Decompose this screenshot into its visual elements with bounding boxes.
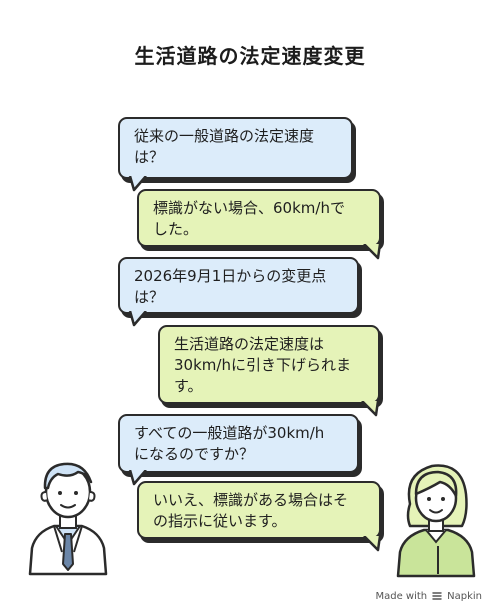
- napkin-logo-icon: [432, 592, 442, 600]
- page-title: 生活道路の法定速度変更: [134, 44, 366, 68]
- question-bubble-1: 従来の一般道路の法定速度 は？: [118, 117, 353, 179]
- answer-bubble-1: 標識がない場合、60km/hで した。: [137, 189, 381, 247]
- answer-bubble-2: 生活道路の法定速度は 30km/hに引き下げられま す。: [158, 325, 380, 404]
- question-tail-3: [128, 470, 147, 486]
- question-tail-1: [128, 176, 147, 192]
- answer-tail-3: [363, 536, 382, 552]
- answer-bubble-3: いいえ、標識がある場合はそ の指示に従います。: [137, 481, 381, 539]
- footer-credit: Made with Napkin: [375, 590, 482, 602]
- napkin-brand-label: Napkin: [447, 590, 482, 602]
- woman-icon: [396, 464, 476, 578]
- question-bubble-2: 2026年9月1日からの変更点 は？: [118, 257, 359, 314]
- answer-tail-1: [363, 244, 382, 260]
- question-bubble-3: すべての一般道路が30km/h になるのですか？: [118, 414, 359, 473]
- question-tail-2: [128, 311, 147, 327]
- man-in-suit-icon: [28, 462, 108, 576]
- made-with-label: Made with: [375, 590, 428, 602]
- answer-tail-2: [361, 401, 380, 417]
